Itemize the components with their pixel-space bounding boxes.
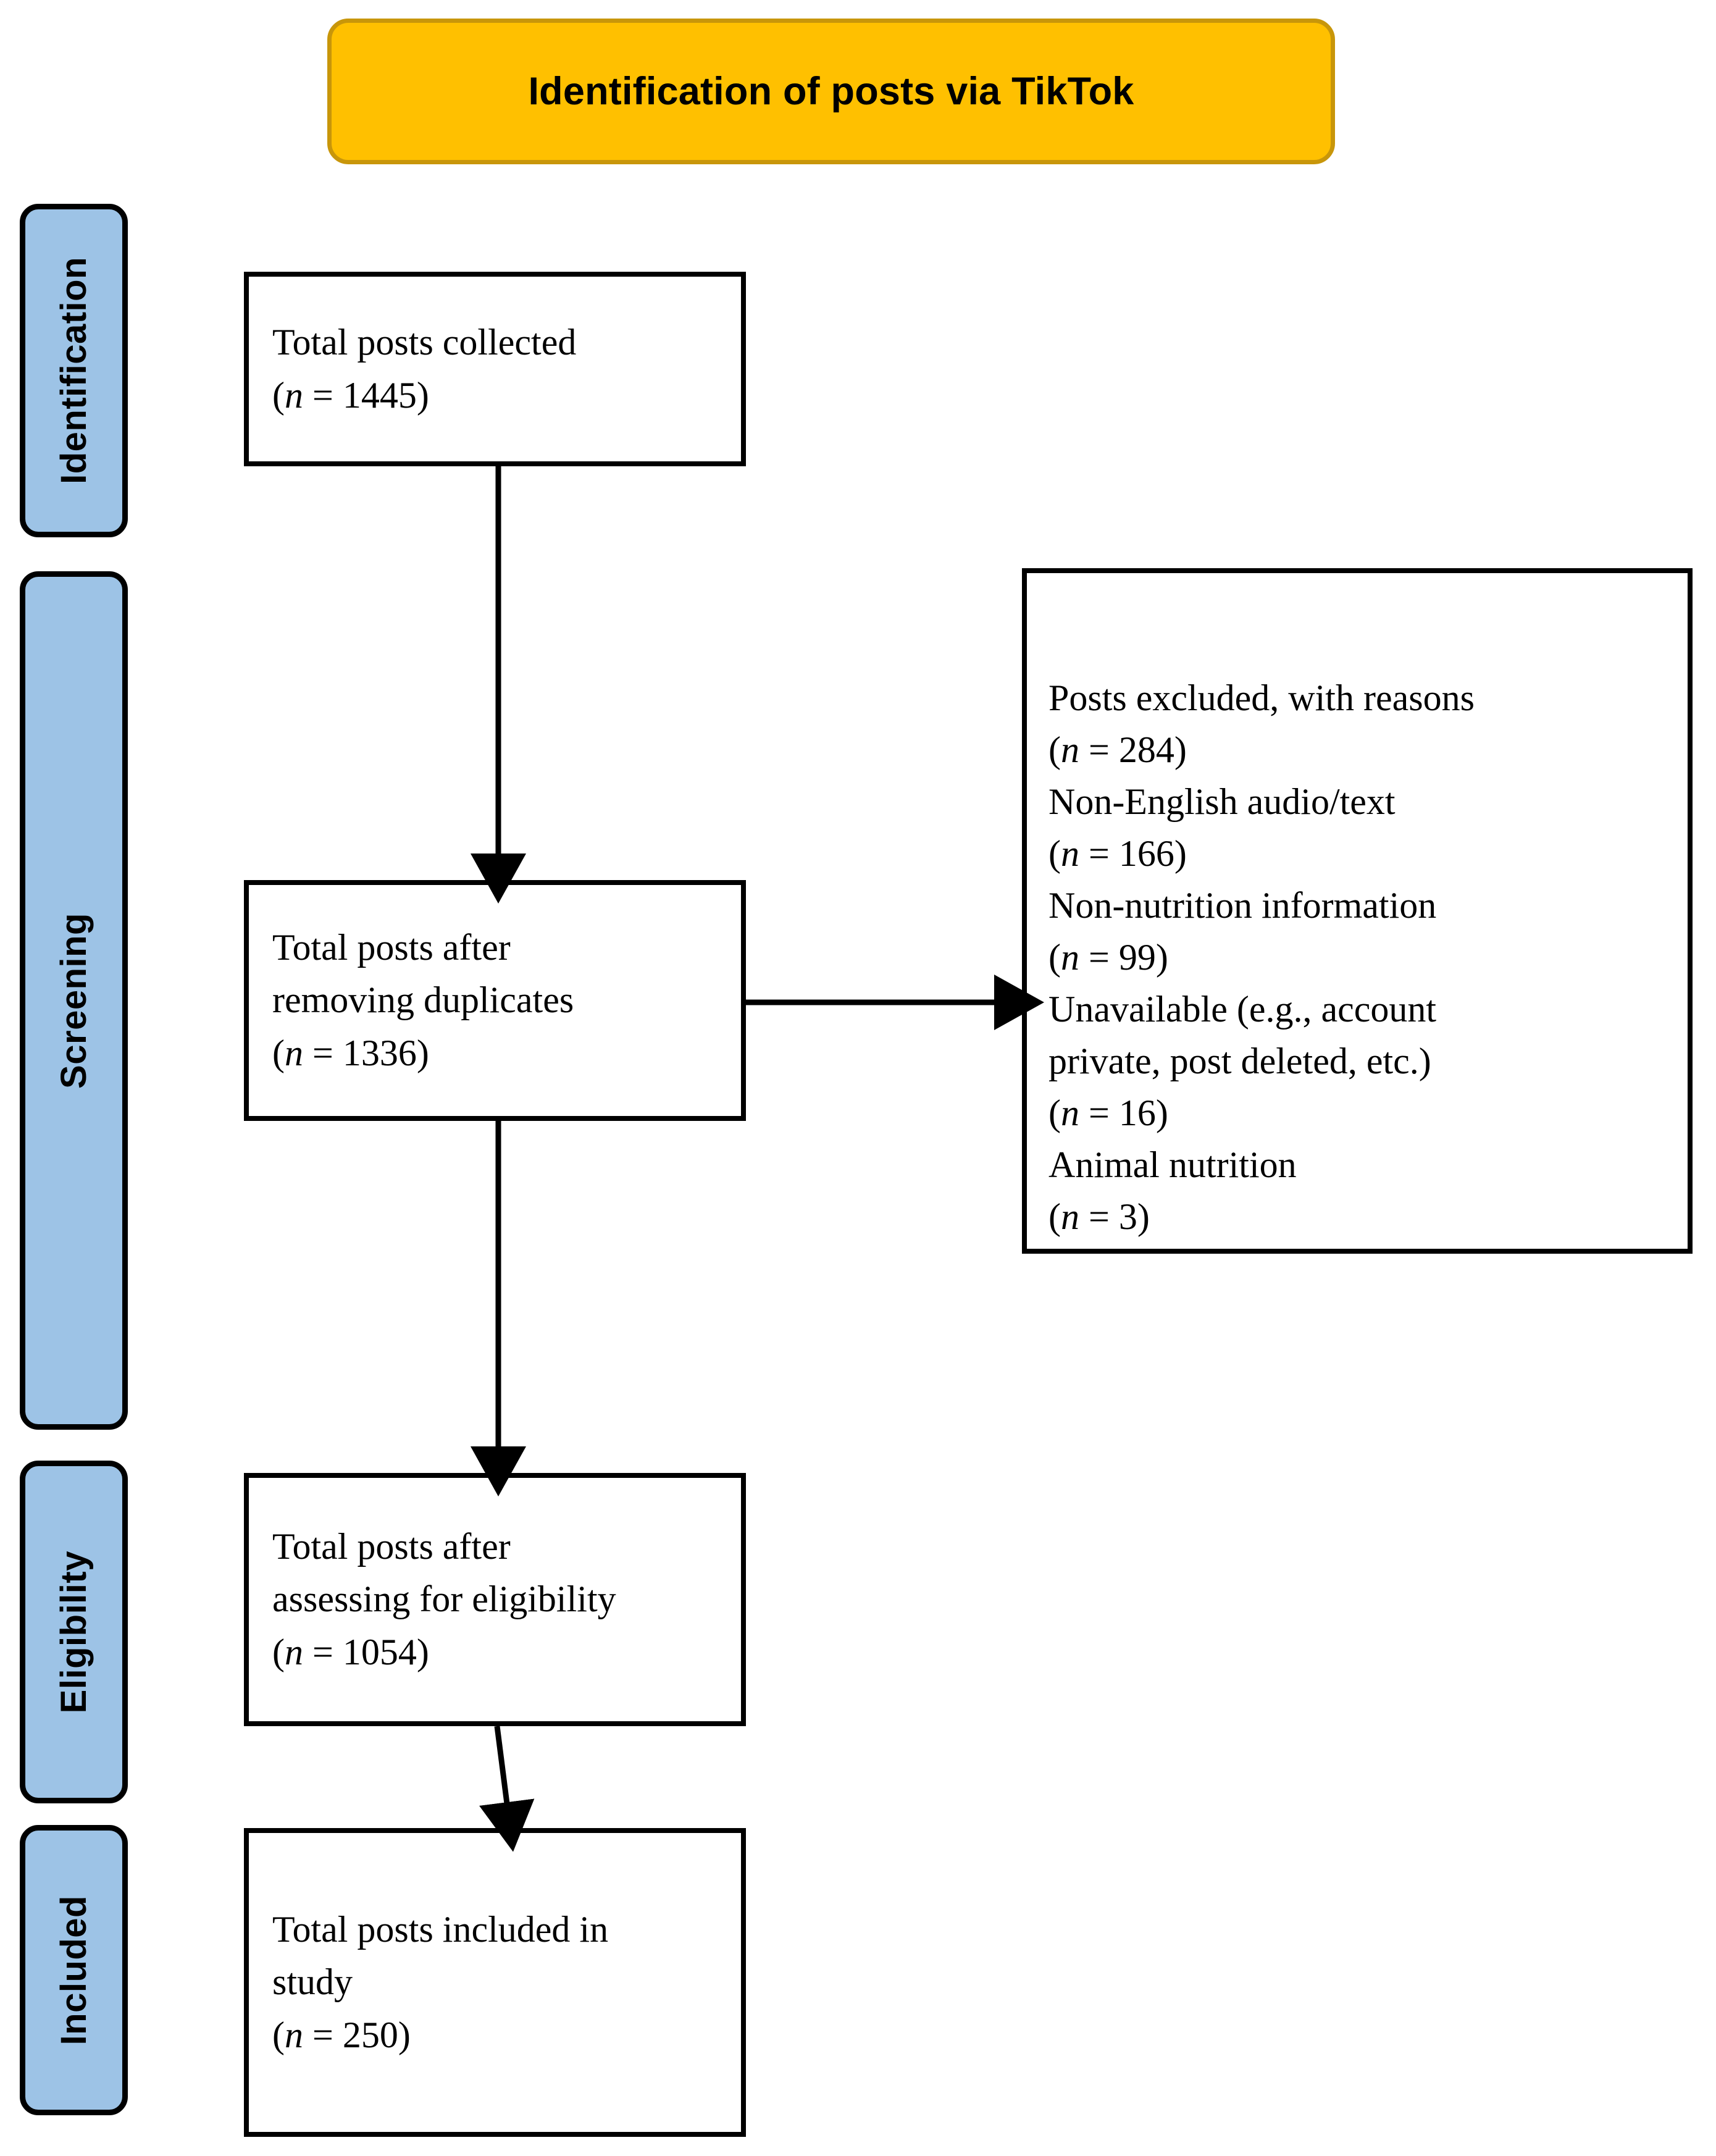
n-symbol: n	[1060, 729, 1079, 770]
box-duplicates-line1: Total posts after	[272, 927, 511, 968]
page-title: Identification of posts via TikTok	[528, 70, 1134, 113]
n-value: = 284)	[1079, 729, 1187, 770]
stage-label-included: Included	[54, 1895, 94, 2045]
n-value: = 16)	[1079, 1093, 1168, 1133]
n-value: = 3)	[1079, 1196, 1150, 1237]
n-symbol: n	[284, 2014, 303, 2055]
exclusion-reason-1-count: (n = 166)	[1048, 828, 1666, 879]
exclusion-reason-4-count: (n = 3)	[1048, 1191, 1666, 1243]
stage-bar-identification: Identification	[20, 204, 128, 537]
header-banner: Identification of posts via TikTok	[327, 19, 1335, 164]
box-duplicates-count: (n = 1336)	[272, 1027, 718, 1080]
n-value: = 166)	[1079, 833, 1187, 874]
stage-label-screening: Screening	[54, 912, 94, 1089]
stage-label-identification: Identification	[54, 257, 94, 484]
n-symbol: n	[284, 1631, 303, 1672]
exclusion-reason-2-count: (n = 99)	[1048, 931, 1666, 983]
exclusion-reason-3-count: (n = 16)	[1048, 1087, 1666, 1139]
box-eligibility-line1: Total posts after	[272, 1526, 511, 1567]
box-collected-line1: Total posts collected	[272, 322, 577, 363]
box-eligibility-count: (n = 1054)	[272, 1626, 718, 1679]
flow-box-posts-excluded-with-reasons: Posts excluded, with reasons (n = 284) N…	[1022, 568, 1693, 1254]
box-duplicates-line2: removing duplicates	[272, 979, 574, 1021]
n-value: = 1336)	[303, 1032, 429, 1073]
exclusion-reason-2-label: Non-nutrition information	[1048, 885, 1437, 926]
stage-bar-included: Included	[20, 1825, 128, 2115]
paren-open: (	[1048, 1196, 1061, 1237]
box-included-line1: Total posts included in	[272, 1909, 609, 1950]
n-value: = 1054)	[303, 1631, 429, 1672]
box-included-count: (n = 250)	[272, 2009, 718, 2062]
n-symbol: n	[284, 1032, 303, 1073]
paren-open: (	[272, 1032, 285, 1073]
paren-open: (	[272, 374, 285, 416]
exclusion-reason-1-label: Non-English audio/text	[1048, 781, 1396, 822]
n-value: = 250)	[303, 2014, 411, 2055]
n-value: = 1445)	[303, 374, 429, 416]
n-symbol: n	[1060, 1196, 1079, 1237]
n-symbol: n	[1060, 937, 1079, 978]
paren-open: (	[1048, 729, 1061, 770]
stage-bar-screening: Screening	[20, 571, 128, 1430]
n-symbol: n	[1060, 1093, 1079, 1133]
box-collected-count: (n = 1445)	[272, 369, 718, 422]
excluded-heading-count: (n = 284)	[1048, 724, 1666, 776]
flow-box-total-posts-collected: Total posts collected (n = 1445)	[244, 272, 746, 466]
n-symbol: n	[284, 374, 303, 416]
paren-open: (	[1048, 833, 1061, 874]
paren-open: (	[272, 1631, 285, 1672]
exclusion-reason-3-label-line1: Unavailable (e.g., account	[1048, 989, 1437, 1030]
exclusion-list: Posts excluded, with reasons (n = 284) N…	[1048, 672, 1666, 1243]
box-included-line2: study	[272, 1961, 353, 2003]
flow-box-posts-included-in-study: Total posts included in study (n = 250)	[244, 1828, 746, 2137]
paren-open: (	[272, 2014, 285, 2055]
exclusion-reason-4-label: Animal nutrition	[1048, 1144, 1297, 1185]
flow-box-after-removing-duplicates: Total posts after removing duplicates (n…	[244, 880, 746, 1121]
n-value: = 99)	[1079, 937, 1168, 978]
paren-open: (	[1048, 937, 1061, 978]
arrow-eligibility-to-included	[479, 1726, 535, 1852]
flow-box-after-assessing-eligibility: Total posts after assessing for eligibil…	[244, 1473, 746, 1726]
n-symbol: n	[1060, 833, 1079, 874]
stage-bar-eligibility: Eligibility	[20, 1461, 128, 1803]
paren-open: (	[1048, 1093, 1061, 1133]
box-eligibility-line2: assessing for eligibility	[272, 1579, 616, 1620]
exclusion-reason-3-label-line2: private, post deleted, etc.)	[1048, 1041, 1431, 1081]
stage-label-eligibility: Eligibility	[54, 1550, 94, 1714]
excluded-heading: Posts excluded, with reasons	[1048, 677, 1475, 718]
